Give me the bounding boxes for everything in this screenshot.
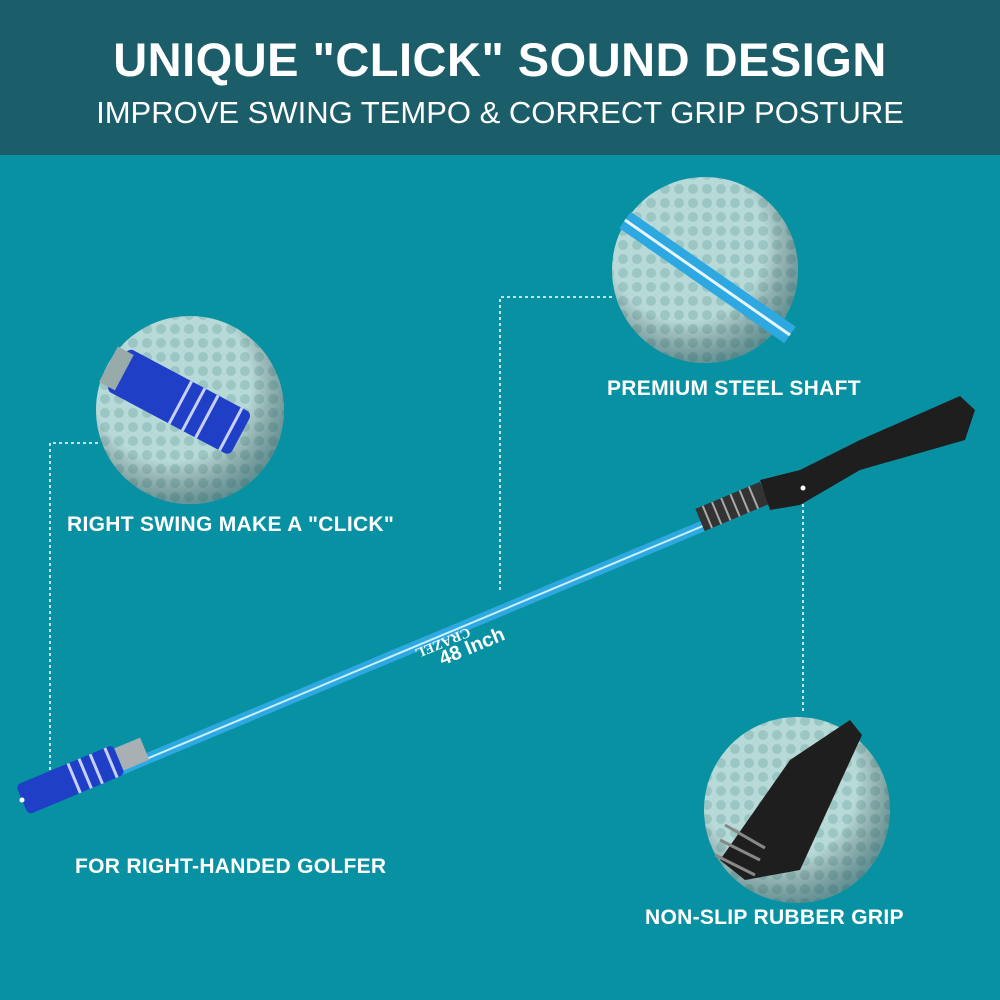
callout-line-click — [49, 442, 98, 800]
callout-line-shaft — [499, 296, 613, 590]
swing-weight — [17, 737, 150, 814]
feature-grip-label: NON-SLIP RUBBER GRIP — [645, 906, 904, 929]
header-banner: UNIQUE "CLICK" SOUND DESIGN IMPROVE SWIN… — [0, 0, 1000, 155]
page-subtitle: IMPROVE SWING TEMPO & CORRECT GRIP POSTU… — [96, 95, 904, 130]
swing-trainer-shaft: CRAZEL — [117, 494, 768, 776]
callout-lines — [49, 296, 804, 800]
ball-closeup-grip — [704, 717, 890, 903]
feature-shaft-label: PREMIUM STEEL SHAFT — [607, 377, 861, 400]
ball-closeup-shaft — [612, 177, 798, 363]
ball-closeup-weight — [96, 316, 284, 504]
feature-click-label: RIGHT SWING MAKE A "CLICK" — [67, 513, 395, 536]
weight-closeup — [99, 346, 251, 454]
rubber-grip — [695, 396, 975, 532]
page-title: UNIQUE "CLICK" SOUND DESIGN — [113, 33, 887, 86]
feature-handed-label: FOR RIGHT-HANDED GOLFER — [75, 855, 387, 878]
